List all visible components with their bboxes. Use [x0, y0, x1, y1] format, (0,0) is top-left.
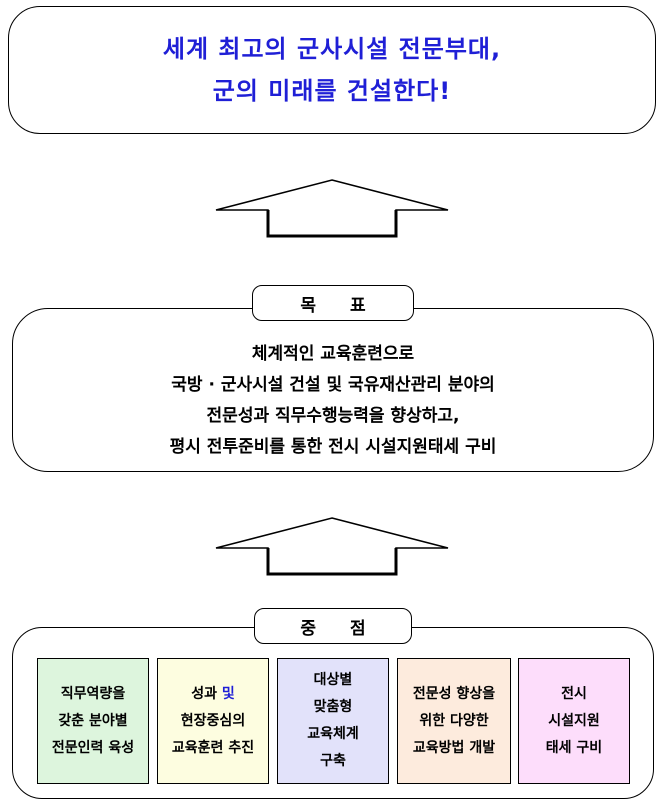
up-arrow-icon [215, 517, 449, 576]
focus-item-1-line-1: 직무역량을 [60, 685, 126, 702]
focus-item-2-line-3: 교육훈련 추진 [171, 739, 255, 756]
vision-box: 세계 최고의 군사시설 전문부대, 군의 미래를 건설한다! [8, 6, 656, 134]
focus-item-4-line-3: 교육방법 개발 [412, 739, 496, 756]
focus-item-2-line-1: 성과 및 [191, 681, 235, 708]
focus-item-4: 전문성 향상을 위한 다양한 교육방법 개발 [397, 658, 511, 784]
focus-item-5-line-3: 태세 구비 [545, 739, 603, 756]
vision-line-2: 군의 미래를 건설한다! [212, 77, 452, 105]
goal-box: 체계적인 교육훈련으로 국방 · 군사시설 건설 및 국유재산관리 분야의 전문… [12, 308, 654, 472]
focus-item-5-line-1: 전시 [561, 685, 587, 702]
focus-item-2-line-1-highlight: 및 [221, 685, 235, 702]
focus-item-4-line-2: 위한 다양한 [419, 712, 489, 729]
goal-line-3: 전문성과 직무수행능력을 향상하고, [206, 406, 460, 426]
focus-item-2-line-2: 현장중심의 [180, 712, 246, 729]
goal-line-4: 평시 전투준비를 통한 전시 시설지원태세 구비 [169, 437, 497, 457]
focus-item-1-line-3: 전문인력 육성 [51, 739, 135, 756]
focus-item-1-line-2: 갖춘 분야별 [58, 712, 128, 729]
focus-item-3-line-3: 교육체계 [307, 726, 359, 742]
up-arrow-icon [215, 179, 449, 238]
focus-item-3: 대상별 맞춤형 교육체계 구축 [277, 658, 389, 784]
focus-item-3-line-2: 맞춤형 [313, 699, 353, 715]
focus-item-3-line-1: 대상별 [313, 672, 353, 688]
focus-item-5-line-2: 시설지원 [548, 712, 600, 729]
focus-label: 중 점 [254, 608, 412, 644]
focus-item-1: 직무역량을 갖춘 분야별 전문인력 육성 [37, 658, 149, 784]
focus-item-2: 성과 및 현장중심의 교육훈련 추진 [157, 658, 269, 784]
goal-line-1: 체계적인 교육훈련으로 [251, 344, 415, 364]
goal-label: 목 표 [252, 285, 414, 321]
focus-item-2-line-1-main: 성과 [191, 685, 222, 702]
goal-line-2: 국방 · 군사시설 건설 및 국유재산관리 분야의 [171, 375, 495, 395]
focus-item-4-line-1: 전문성 향상을 [412, 685, 496, 702]
focus-item-3-line-4: 구축 [320, 753, 346, 769]
vision-line-1: 세계 최고의 군사시설 전문부대, [162, 35, 502, 63]
focus-item-5: 전시 시설지원 태세 구비 [518, 658, 630, 784]
